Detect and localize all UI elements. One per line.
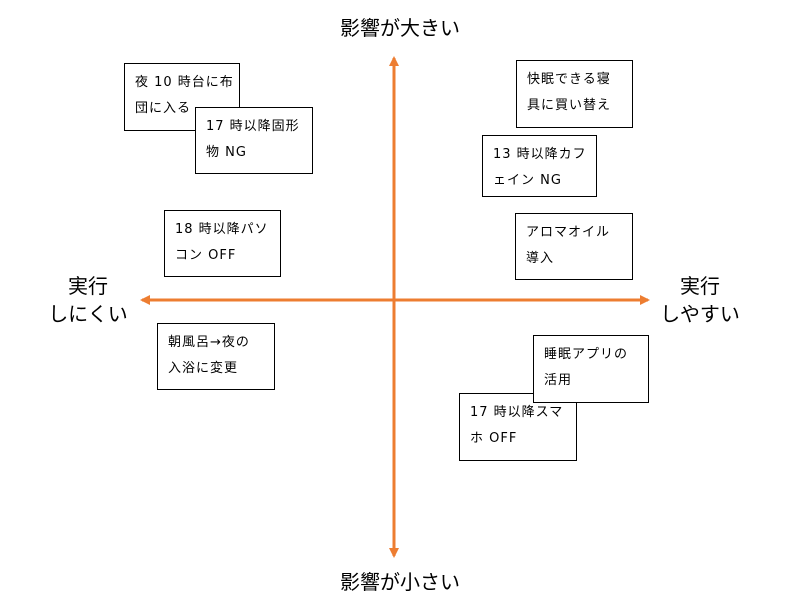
card-bath-change: 朝風呂→夜の 入浴に変更 — [157, 323, 275, 390]
card-new-bedding-line1: 快眠できる寝 — [527, 72, 611, 87]
card-sleep-app: 睡眠アプリの 活用 — [533, 335, 649, 403]
axis-label-right-line1: 実行 — [680, 274, 720, 298]
card-no-solid-food-17: 17 時以降固形 物 NG — [195, 107, 313, 174]
card-phone-off-17-line2: ホ OFF — [470, 431, 518, 446]
card-no-caffeine-13: 13 時以降カフ ェイン NG — [482, 135, 597, 197]
axis-label-bottom: 影響が小さい — [320, 568, 480, 596]
card-pc-off-18-line2: コン OFF — [175, 248, 237, 263]
card-aroma-oil-line2: 導入 — [526, 251, 555, 266]
axis-label-top: 影響が大きい — [320, 14, 480, 42]
axis-label-right-line2: しやすい — [660, 302, 740, 326]
card-new-bedding: 快眠できる寝 具に買い替え — [516, 60, 633, 128]
card-no-caffeine-13-line2: ェイン NG — [493, 173, 562, 188]
card-no-solid-food-17-line2: 物 NG — [206, 145, 247, 160]
card-phone-off-17: 17 時以降スマ ホ OFF — [459, 393, 577, 461]
card-bath-change-line2: 入浴に変更 — [168, 361, 239, 376]
axis-label-left-line2: しにくい — [48, 302, 128, 326]
card-aroma-oil-line1: アロマオイル — [526, 225, 611, 240]
card-pc-off-18: 18 時以降パソ コン OFF — [164, 210, 281, 277]
card-phone-off-17-line1: 17 時以降スマ — [470, 405, 564, 420]
card-pc-off-18-line1: 18 時以降パソ — [175, 222, 269, 237]
card-new-bedding-line2: 具に買い替え — [527, 98, 612, 113]
card-sleep-app-line2: 活用 — [544, 373, 573, 388]
card-sleep-app-line1: 睡眠アプリの — [544, 347, 629, 362]
card-no-caffeine-13-line1: 13 時以降カフ — [493, 147, 587, 162]
axis-label-right: 実行 しやすい — [640, 272, 760, 328]
card-bed-10pm-line2: 団に入る — [135, 101, 192, 116]
axis-label-top-text: 影響が大きい — [340, 16, 460, 40]
card-no-solid-food-17-line1: 17 時以降固形 — [206, 119, 300, 134]
axis-label-left: 実行 しにくい — [28, 272, 148, 328]
axis-label-left-line1: 実行 — [68, 274, 108, 298]
axis-label-bottom-text: 影響が小さい — [340, 570, 460, 594]
card-aroma-oil: アロマオイル 導入 — [515, 213, 633, 280]
card-bed-10pm: 夜 10 時台に布 団に入る — [124, 63, 240, 131]
card-bed-10pm-line1: 夜 10 時台に布 — [135, 75, 234, 90]
card-bath-change-line1: 朝風呂→夜の — [168, 335, 250, 350]
